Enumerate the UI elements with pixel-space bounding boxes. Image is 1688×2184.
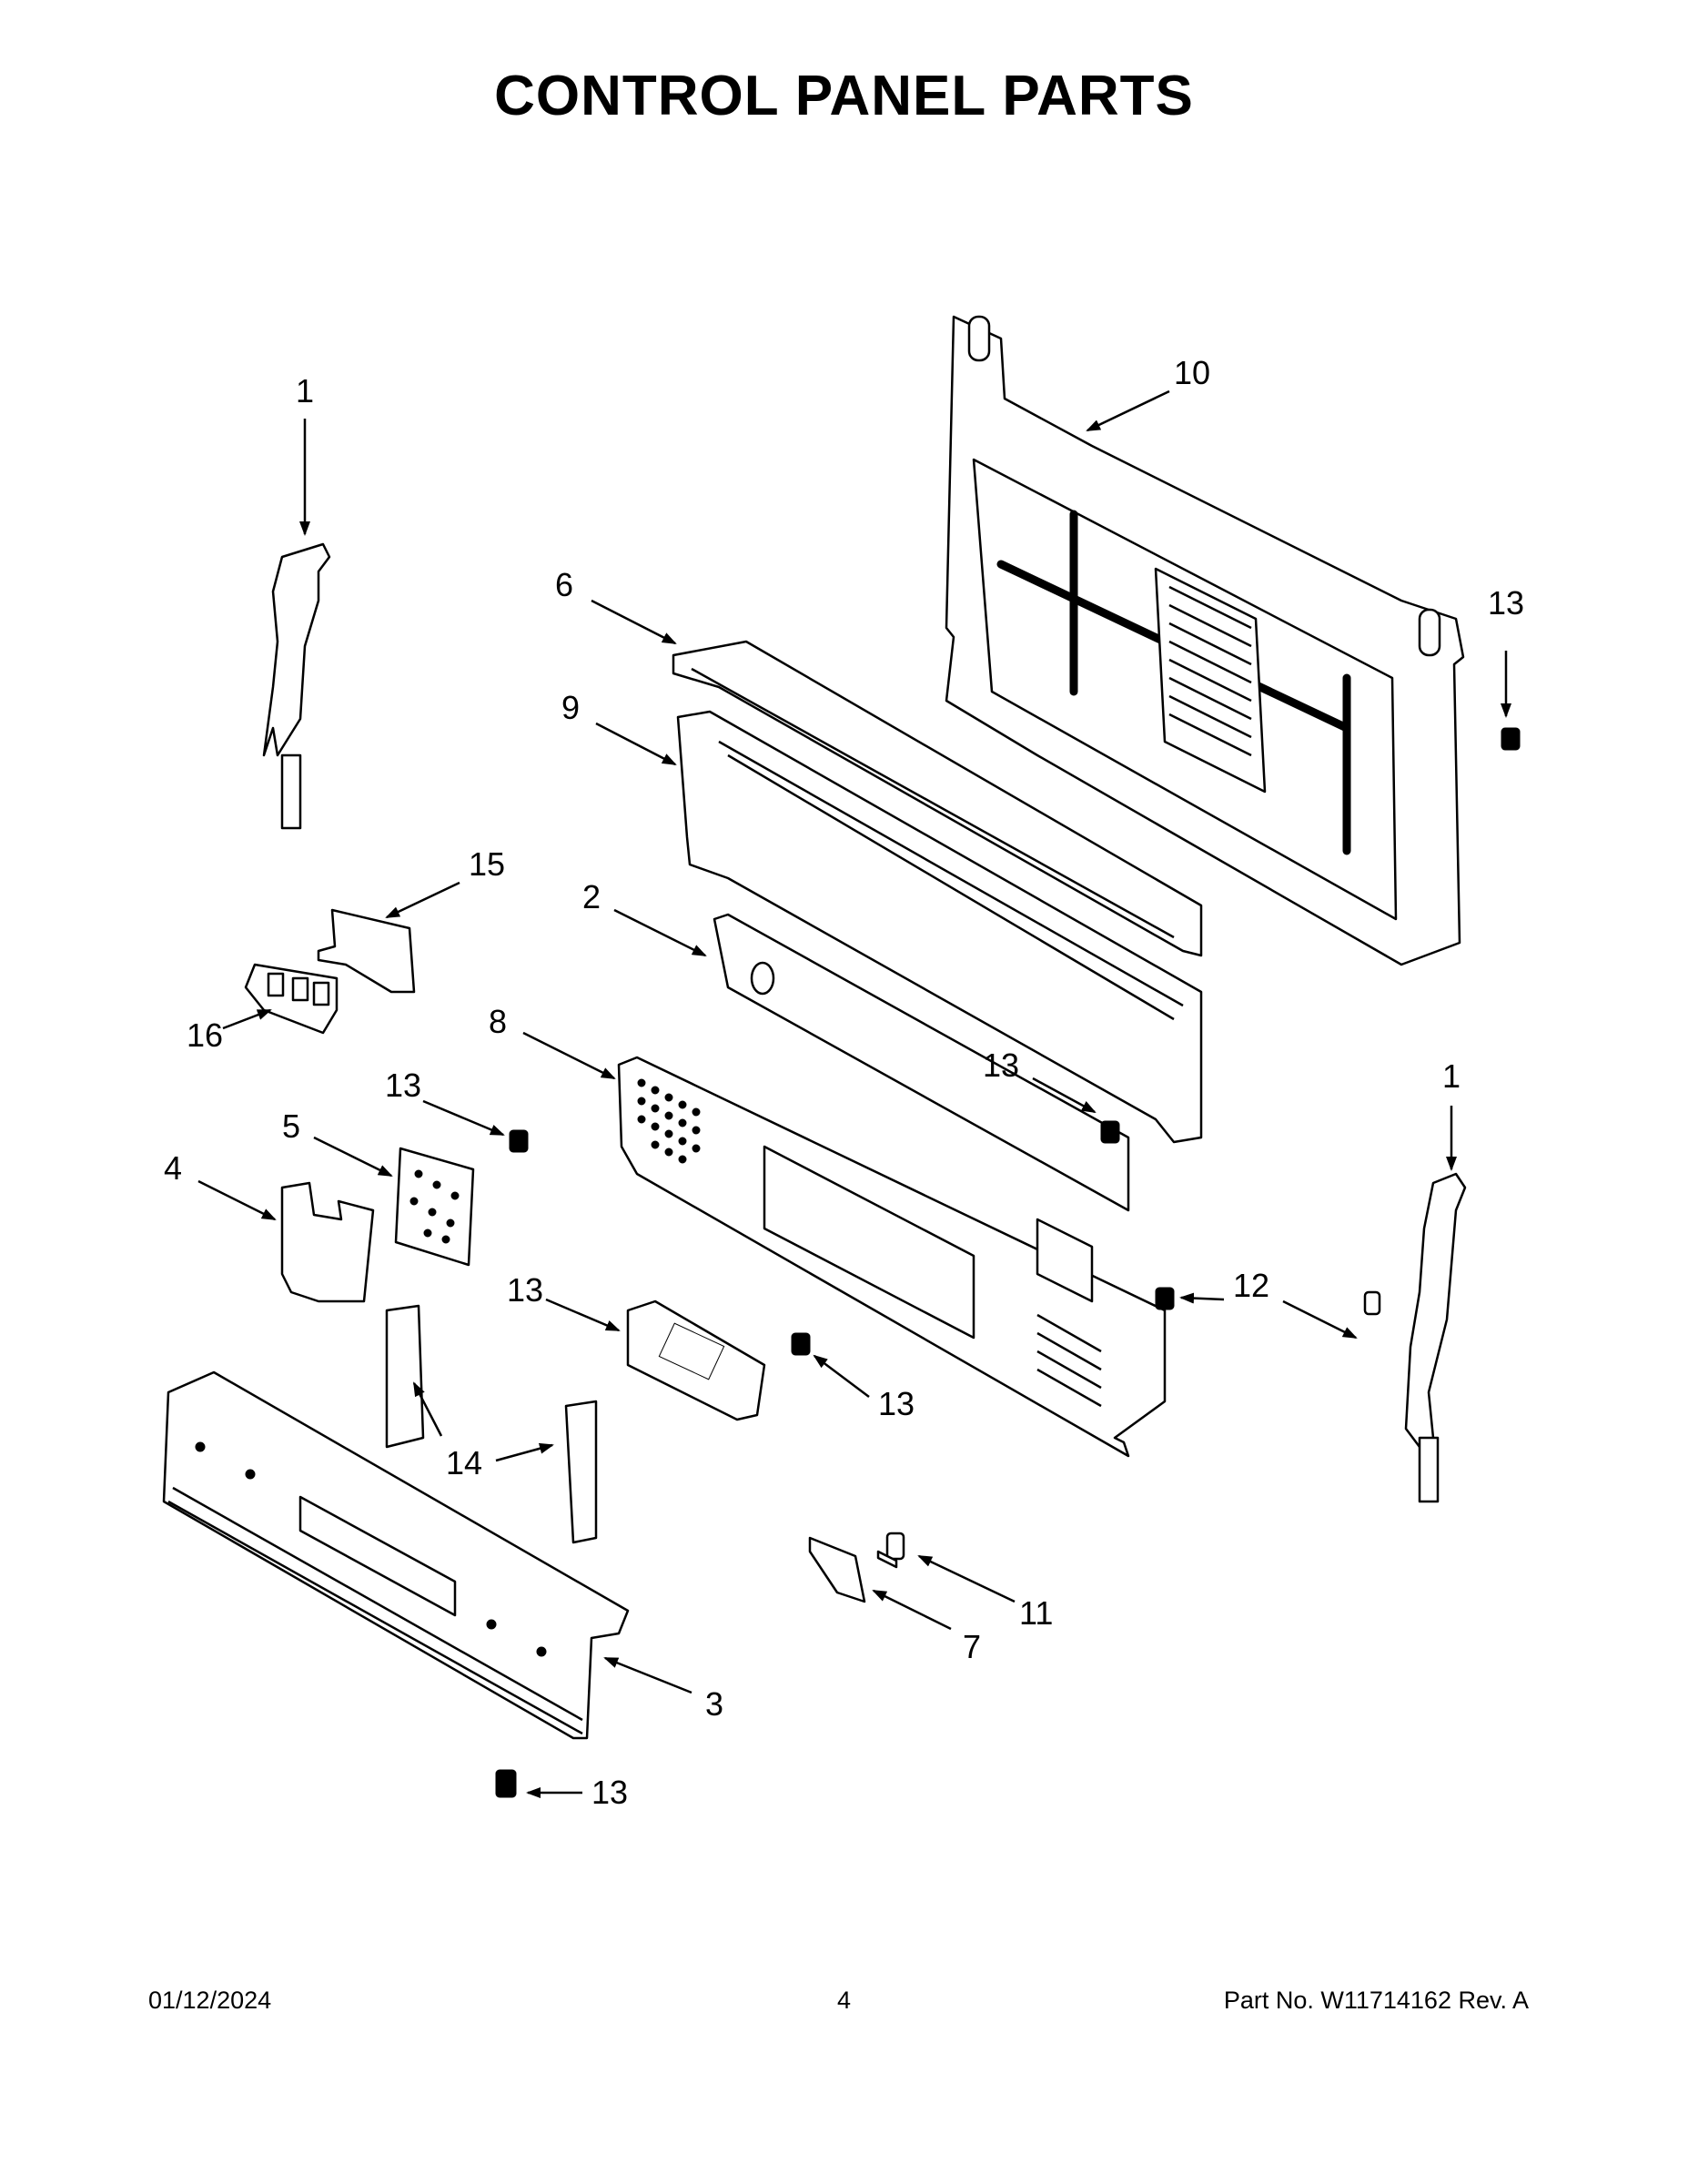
- part-3-console: [162, 1370, 630, 1740]
- leader-lines: [197, 389, 1511, 1798]
- callout-label: 15: [469, 845, 505, 883]
- footer-date: 01/12/2024: [148, 1987, 272, 2014]
- part-15-bracket: [317, 908, 416, 994]
- callout-label: 10: [1174, 354, 1210, 391]
- callout-label: 1: [296, 372, 314, 410]
- callout-label: 1: [1442, 1057, 1461, 1095]
- page-title: CONTROL PANEL PARTS: [494, 65, 1194, 127]
- callout-label: 6: [555, 566, 573, 603]
- part-5-board: [394, 1147, 475, 1267]
- callout-labels: 1 10 6 13 9 15 2 16 8 13 13 1 5 4 12 13 …: [164, 354, 1524, 1811]
- part-12-control-board: [626, 1299, 766, 1421]
- callout-label: 13: [507, 1271, 543, 1309]
- callout-label: 13: [1488, 584, 1524, 622]
- callout-label: 13: [385, 1067, 421, 1104]
- callout-label: 16: [187, 1016, 223, 1054]
- callout-label: 4: [164, 1149, 182, 1187]
- callout-label: 8: [489, 1003, 507, 1040]
- callout-label: 3: [705, 1685, 723, 1723]
- part-14-bracket-b: [564, 1400, 598, 1544]
- part-11-screw: [876, 1532, 905, 1569]
- part-13-screws: [495, 727, 1521, 1798]
- callout-label: 9: [561, 689, 580, 726]
- part-9-bracket: [676, 710, 1203, 1144]
- part-14-bracket-a: [385, 1304, 425, 1449]
- part-8-control-plate: [617, 1056, 1167, 1458]
- part-16-terminal-block: [244, 963, 339, 1035]
- part-1-right-end-bracket: [1404, 1172, 1467, 1503]
- footer-page-number: 4: [836, 1987, 852, 2014]
- callout-label: 13: [878, 1385, 915, 1422]
- callout-label: 2: [582, 878, 601, 915]
- part-1-left-end-bracket: [262, 542, 331, 830]
- part-2-plate: [713, 913, 1130, 1212]
- part-6-channel: [672, 640, 1203, 957]
- callout-label: 11: [1019, 1594, 1053, 1632]
- part-7-clip: [808, 1536, 866, 1603]
- footer-part-number: Part No. W11714162 Rev. A: [1223, 1987, 1529, 2014]
- callout-label: 7: [963, 1628, 981, 1665]
- callout-label: 12: [1233, 1267, 1269, 1304]
- part-10-rear-panel: [945, 315, 1465, 966]
- callout-label: 13: [983, 1046, 1019, 1084]
- callout-label: 5: [282, 1107, 300, 1145]
- callout-label: 13: [591, 1774, 628, 1811]
- callout-label: 14: [446, 1444, 482, 1481]
- part-4-housing: [280, 1181, 375, 1303]
